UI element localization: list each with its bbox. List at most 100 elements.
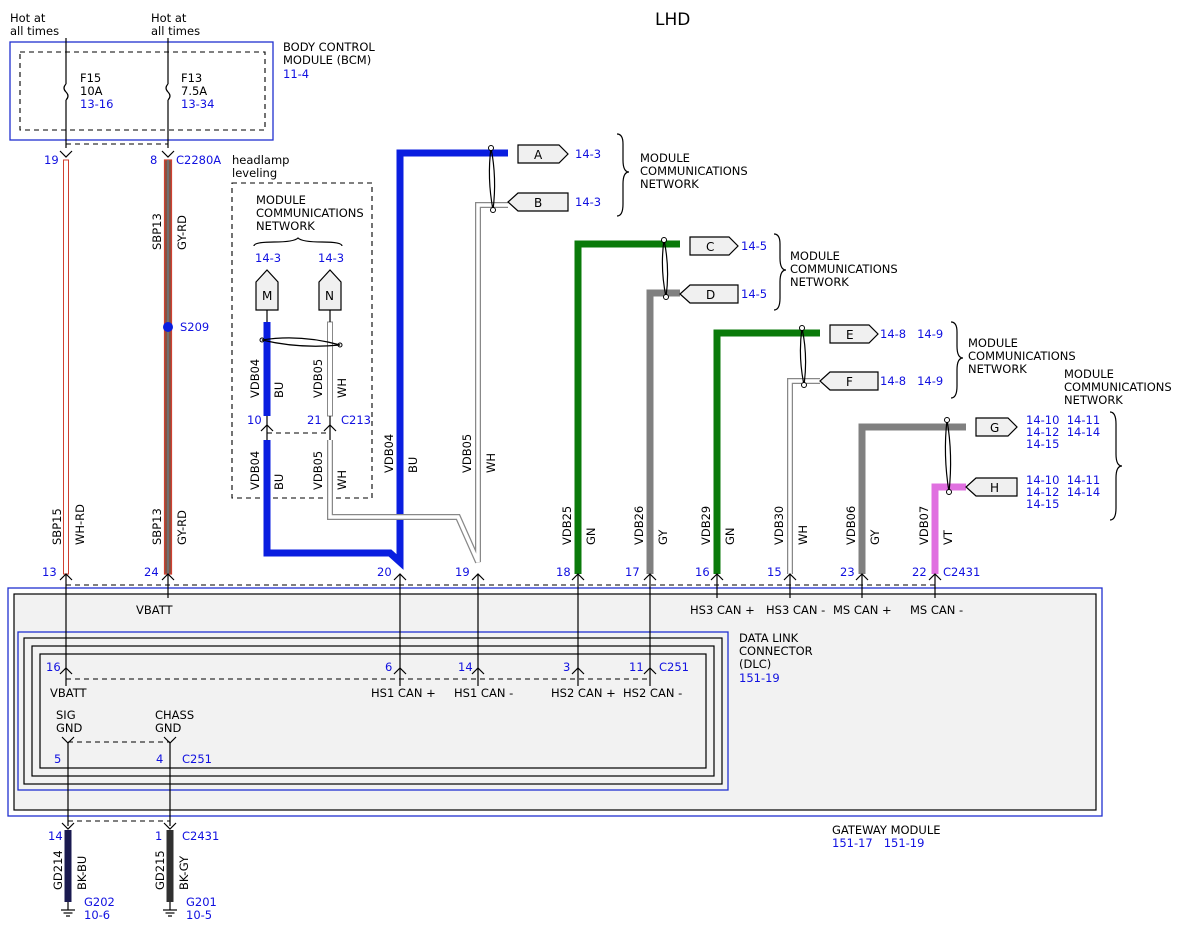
pin-21: 21	[307, 413, 322, 427]
label-wh-main: WH	[484, 453, 498, 473]
wire-vdb05-gateway	[327, 202, 508, 564]
hs1-can-minus: HS1 CAN -	[454, 686, 513, 700]
connector-n-shape	[318, 269, 342, 311]
connector-b-shape	[507, 192, 569, 212]
gnd-pin-14: 14	[48, 829, 63, 843]
wire-vdb25	[574, 240, 680, 574]
gw-pin-15: 15	[767, 565, 782, 579]
ground-g201-icon	[163, 902, 177, 917]
label-vdb04-a: VDB04	[248, 359, 262, 398]
pin-8: 8	[150, 153, 157, 167]
twist-ab-end-b	[490, 207, 496, 213]
wire-vdb07	[931, 483, 966, 574]
ref-m: 14-3	[255, 251, 281, 265]
gateway-module-box	[13, 593, 1097, 811]
label-wh-30: WH	[796, 525, 810, 545]
twist-headlamp-end-a	[259, 337, 265, 343]
twist-headlamp	[261, 337, 341, 347]
fuse-f13-ref: 13-34	[181, 97, 214, 111]
fuse-f13	[165, 83, 171, 101]
ref-d: 14-5	[741, 287, 767, 301]
twist-ab	[488, 147, 496, 211]
connector-c2280a: C2280A	[176, 153, 221, 167]
connector-c-shape	[689, 236, 739, 256]
dlc-box-1	[23, 637, 723, 785]
label-sbp13-bottom: SBP13	[150, 508, 164, 545]
twist-gh-end-a	[944, 417, 950, 423]
connector-m: M	[262, 289, 272, 303]
brace-gh	[1109, 411, 1123, 521]
dlc-pin-6: 6	[385, 660, 392, 674]
wire-vdb05-headlamp	[327, 321, 333, 417]
pin-5: 5	[54, 752, 61, 766]
label-bkgy: BK-GY	[177, 855, 191, 890]
twist-cd-end-a	[661, 237, 667, 243]
bcm-ref: 11-4	[283, 67, 309, 81]
label-sbp15: SBP15	[50, 508, 64, 545]
label-vdb29: VDB29	[699, 506, 713, 545]
connector-f-shape	[819, 371, 879, 391]
label-wh-b: WH	[335, 470, 349, 490]
wire-vdb30-core	[788, 379, 820, 574]
connector-a: A	[534, 148, 543, 162]
connector-g: G	[990, 421, 999, 435]
dlc-ref: 151-19	[739, 671, 780, 685]
vbatt-label: VBATT	[136, 603, 174, 617]
connector-n: N	[325, 289, 334, 303]
label-gy-06: GY	[868, 529, 882, 545]
ref-a: 14-3	[575, 147, 601, 161]
ref-b: 14-3	[575, 195, 601, 209]
gw-pin-19: 19	[455, 565, 470, 579]
bcm-inner-box	[19, 51, 266, 131]
pin8-arrow	[161, 150, 175, 158]
fuse-f15	[63, 83, 69, 101]
gateway-module-refs: 151-17 151-19	[832, 836, 924, 850]
connector-c251-b: C251	[182, 752, 212, 766]
gw-pin-13: 13	[42, 565, 57, 579]
twist-ab-end-a	[488, 145, 494, 151]
connector-c: C	[706, 240, 714, 254]
label-vdb30: VDB30	[772, 506, 786, 545]
twist-ef-end-a	[799, 325, 805, 331]
ref-e: 14-8 14-9	[880, 327, 943, 341]
ref-c: 14-5	[741, 239, 767, 253]
connector-f: F	[846, 375, 853, 389]
gw-pin-17: 17	[625, 565, 640, 579]
dlc-vbatt: VBATT	[50, 686, 88, 700]
wire-vdb29	[713, 329, 820, 574]
dlc-blue-frame	[17, 631, 729, 791]
splice-s209: S209	[180, 320, 209, 334]
wire-vdb26	[646, 289, 680, 574]
ground-g202-icon	[61, 902, 75, 917]
twist-cd	[661, 239, 669, 298]
connector-m-shape	[255, 269, 279, 311]
gateway-outer-frame	[7, 587, 1103, 817]
dlc-box-3	[39, 653, 707, 769]
pin-4: 4	[156, 752, 163, 766]
twist-ef	[799, 327, 807, 386]
wire-vdb05-gateway-core	[328, 203, 508, 563]
gw-pin-22: 22	[912, 565, 927, 579]
pin14-arrow	[61, 822, 75, 830]
twist-headlamp-end-b	[337, 342, 343, 348]
dlc-pin-14: 14	[458, 660, 473, 674]
label-gn-25: GN	[584, 527, 598, 545]
label-gy-26: GY	[656, 529, 670, 545]
ref-f: 14-8 14-9	[880, 374, 943, 388]
page-title: LHD	[655, 10, 690, 30]
label-vt-07: VT	[941, 529, 955, 545]
gw-pin-20: 20	[377, 565, 392, 579]
connector-h-shape	[965, 477, 1018, 497]
